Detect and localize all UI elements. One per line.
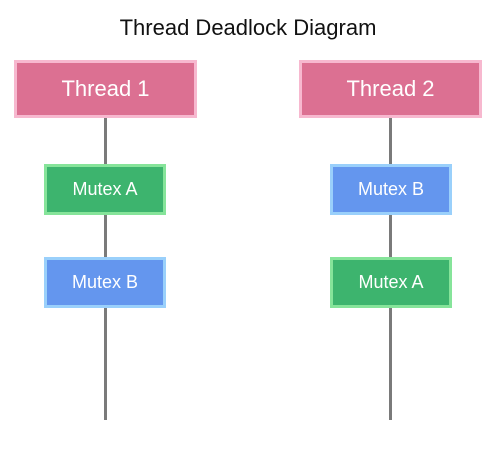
thread-2-box: Thread 2	[299, 60, 482, 118]
diagram-title: Thread Deadlock Diagram	[119, 15, 377, 40]
thread-1-mutex-a-box: Mutex A	[44, 164, 166, 215]
thread-1-mutex-b-box: Mutex B	[44, 257, 166, 308]
thread-2-mutex-b-box: Mutex B	[330, 164, 452, 215]
thread-2-mutex-a-box: Mutex A	[330, 257, 452, 308]
thread-1-box: Thread 1	[14, 60, 197, 118]
